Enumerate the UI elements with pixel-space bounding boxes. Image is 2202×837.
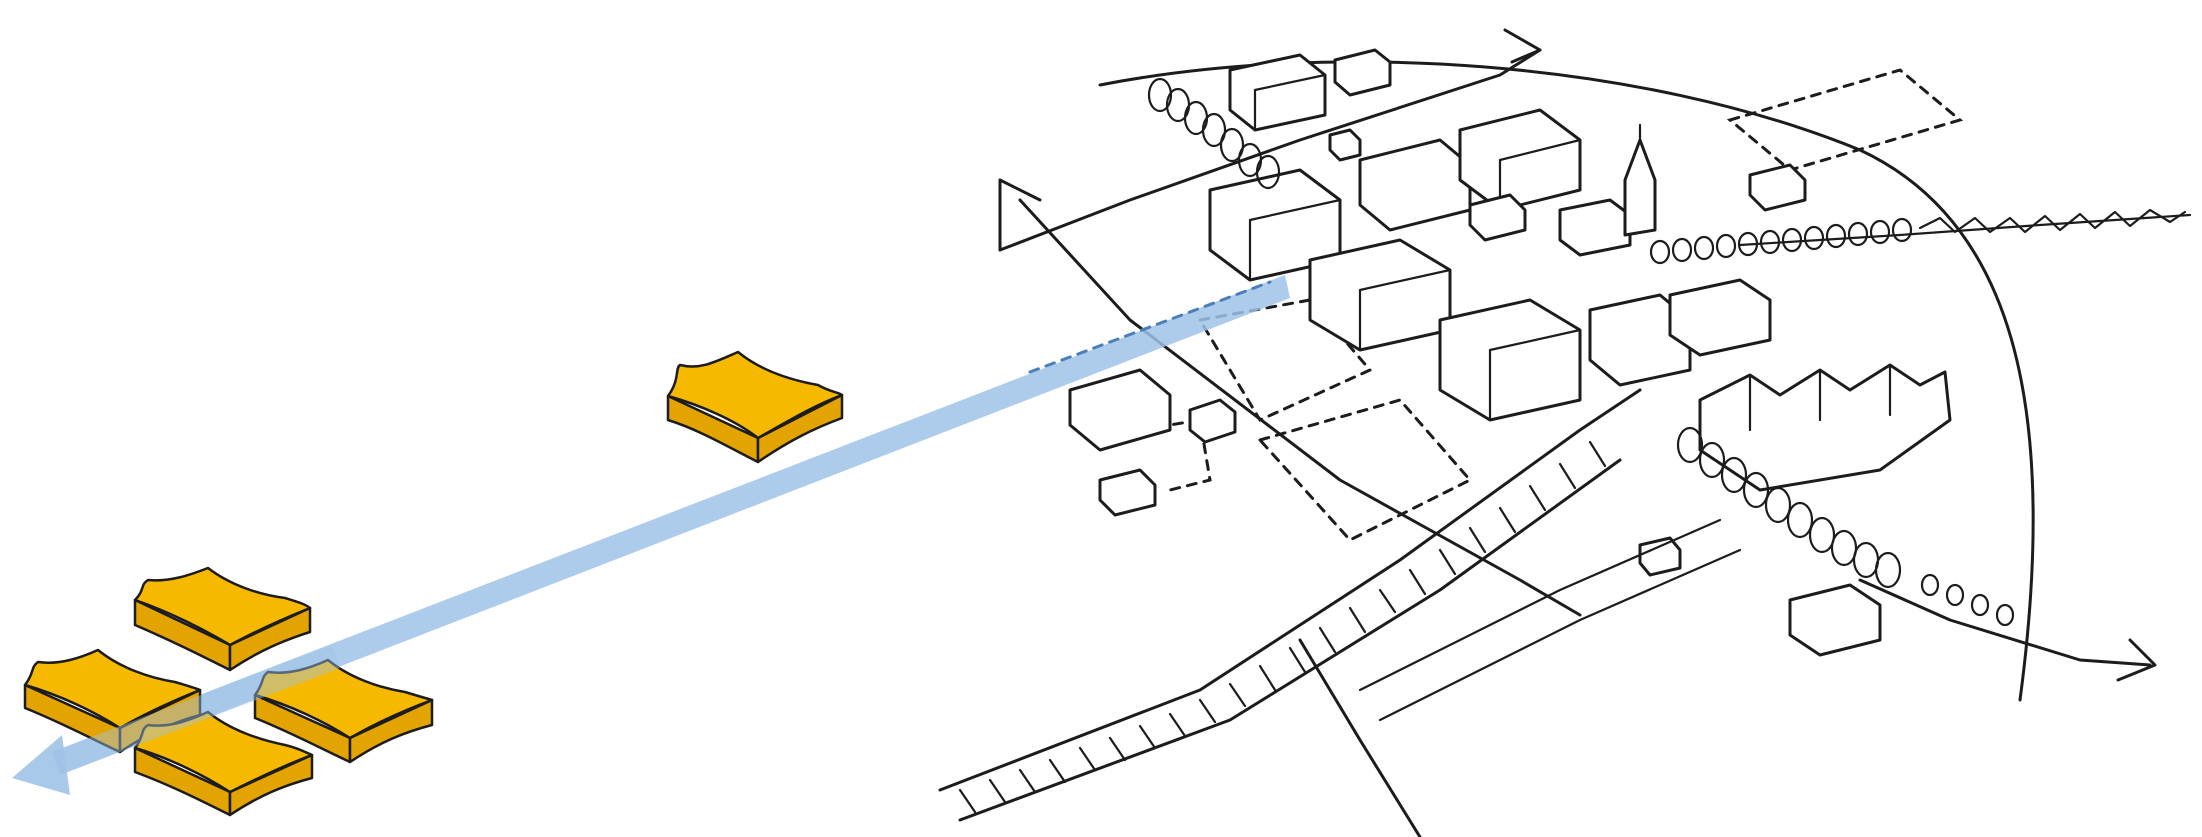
hatched-band — [938, 388, 1742, 837]
tree-rows — [1147, 77, 2015, 627]
row-houses — [1698, 363, 1952, 492]
village-sketch — [938, 28, 2192, 837]
arrow-shaft — [52, 275, 1290, 775]
module-pad — [23, 648, 202, 754]
hedge-line — [1918, 208, 2187, 234]
arrow-head — [12, 735, 70, 795]
connection-arrow — [12, 275, 1290, 795]
arrow-overlay — [52, 645, 340, 775]
arrow-dashes — [1028, 280, 1272, 374]
module-pads — [23, 350, 844, 817]
module-pad — [666, 350, 844, 464]
dashed-parcels — [1138, 68, 1964, 542]
module-pad — [253, 658, 434, 764]
buildings — [1068, 48, 1882, 657]
module-pad — [133, 710, 314, 817]
module-pad — [133, 566, 312, 672]
axis-lines — [998, 28, 2192, 682]
